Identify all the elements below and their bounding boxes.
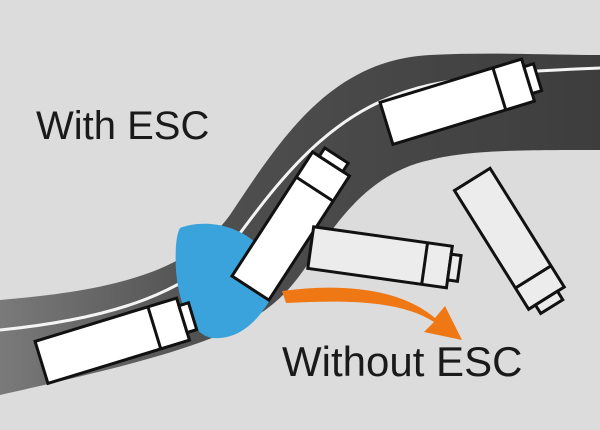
vehicle-with-esc <box>229 145 352 303</box>
vehicle-skidding <box>306 225 463 290</box>
vehicle-exit <box>378 57 544 147</box>
vehicle-entering <box>33 296 199 386</box>
label-with-esc: With ESC <box>36 104 210 148</box>
label-without-esc: Without ESC <box>282 338 523 385</box>
skid-arrow <box>282 287 462 340</box>
vehicle-spun-out <box>452 166 567 316</box>
